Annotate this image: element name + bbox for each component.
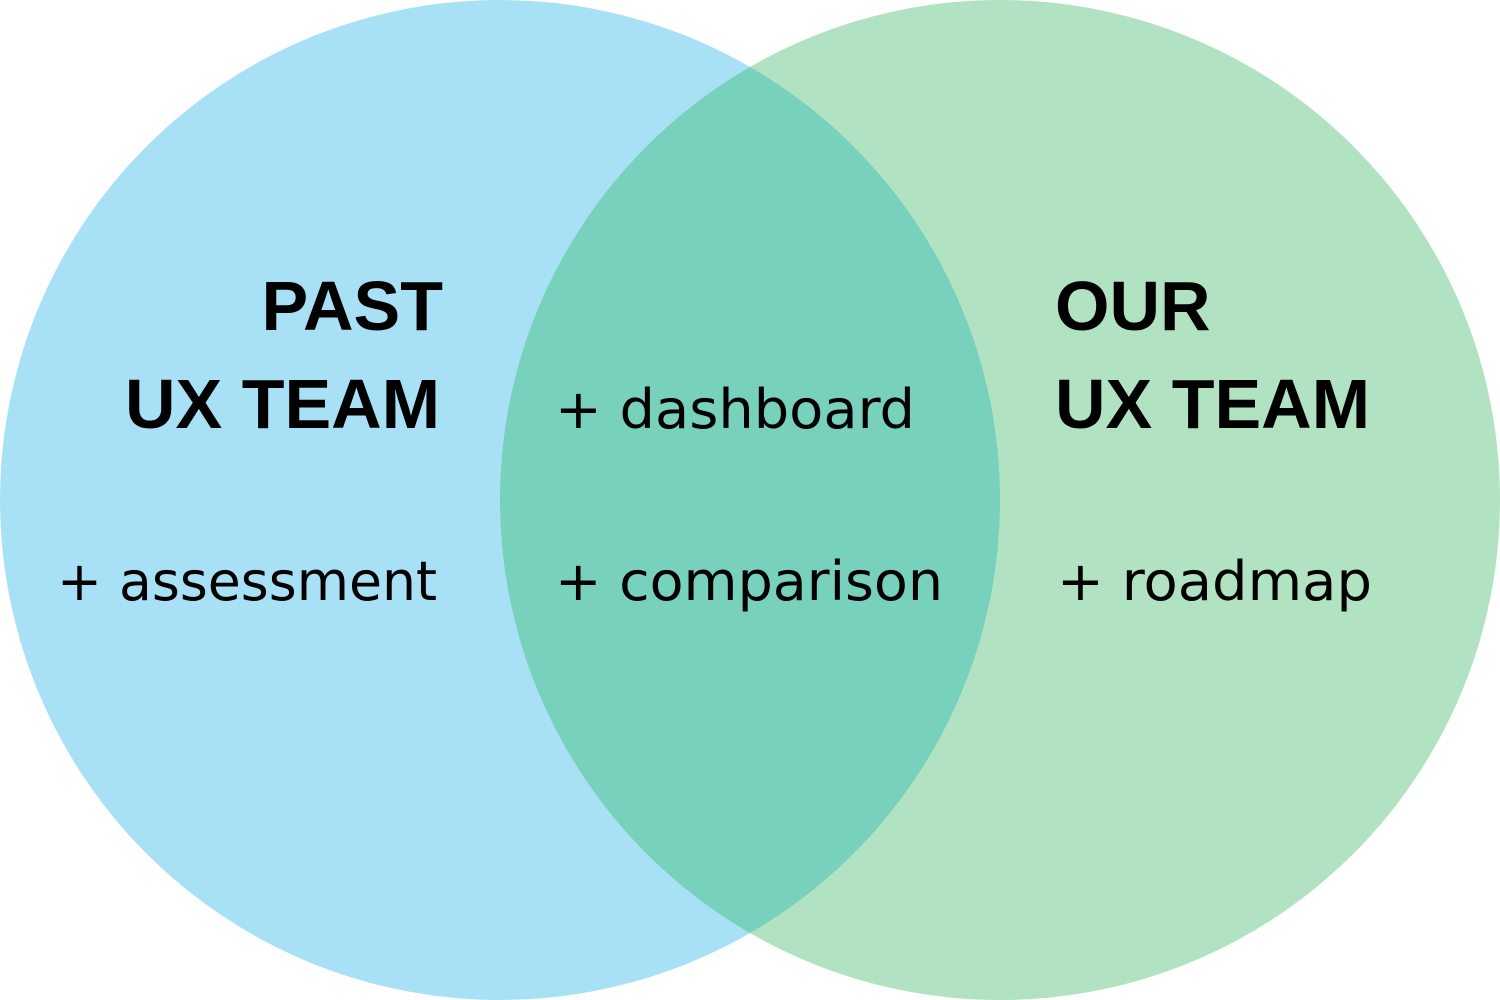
- left-title-line1: PAST: [262, 267, 444, 345]
- right-item-roadmap: + roadmap: [1057, 550, 1372, 613]
- left-title-line2: UX TEAM: [125, 365, 440, 443]
- overlap-region: [500, 0, 1000, 1000]
- right-title-line2: UX TEAM: [1055, 365, 1370, 443]
- left-item-assessment: + assessment: [57, 550, 437, 613]
- overlap-item-dashboard: + dashboard: [555, 378, 915, 441]
- right-title-line1: OUR: [1055, 267, 1211, 345]
- overlap-item-comparison: + comparison: [555, 550, 943, 613]
